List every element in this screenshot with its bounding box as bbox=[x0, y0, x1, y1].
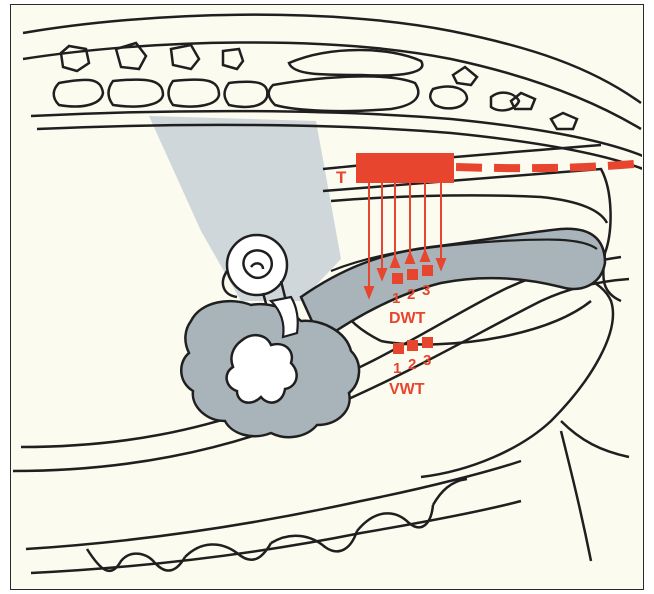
anatomy-diagram: T 1 2 3 DWT bbox=[10, 4, 644, 590]
dorsal-number-3: 3 bbox=[422, 282, 430, 299]
ventral-number-3: 3 bbox=[423, 352, 431, 369]
ventral-number-1: 1 bbox=[393, 360, 401, 377]
transducer-group: T bbox=[336, 153, 642, 187]
dorsal-marker-2 bbox=[407, 269, 418, 280]
dorsal-marker-1 bbox=[392, 273, 403, 284]
transducer bbox=[356, 153, 454, 183]
ventral-marker-1 bbox=[393, 343, 404, 354]
ventral-marker-2 bbox=[407, 340, 418, 351]
ventral-number-2: 2 bbox=[408, 356, 416, 373]
transducer-dashed-line bbox=[456, 163, 642, 168]
spine bbox=[23, 15, 642, 169]
dorsal-number-2: 2 bbox=[407, 286, 415, 303]
transducer-label: T bbox=[336, 168, 347, 187]
ventral-marker-3 bbox=[422, 337, 433, 348]
dorsal-number-1: 1 bbox=[392, 290, 400, 307]
dorsal-marker-3 bbox=[422, 265, 433, 276]
ventral-wall-label: VWT bbox=[389, 381, 425, 398]
diagram-canvas: T 1 2 3 DWT bbox=[11, 5, 642, 588]
dorsal-wall-label: DWT bbox=[389, 310, 426, 327]
